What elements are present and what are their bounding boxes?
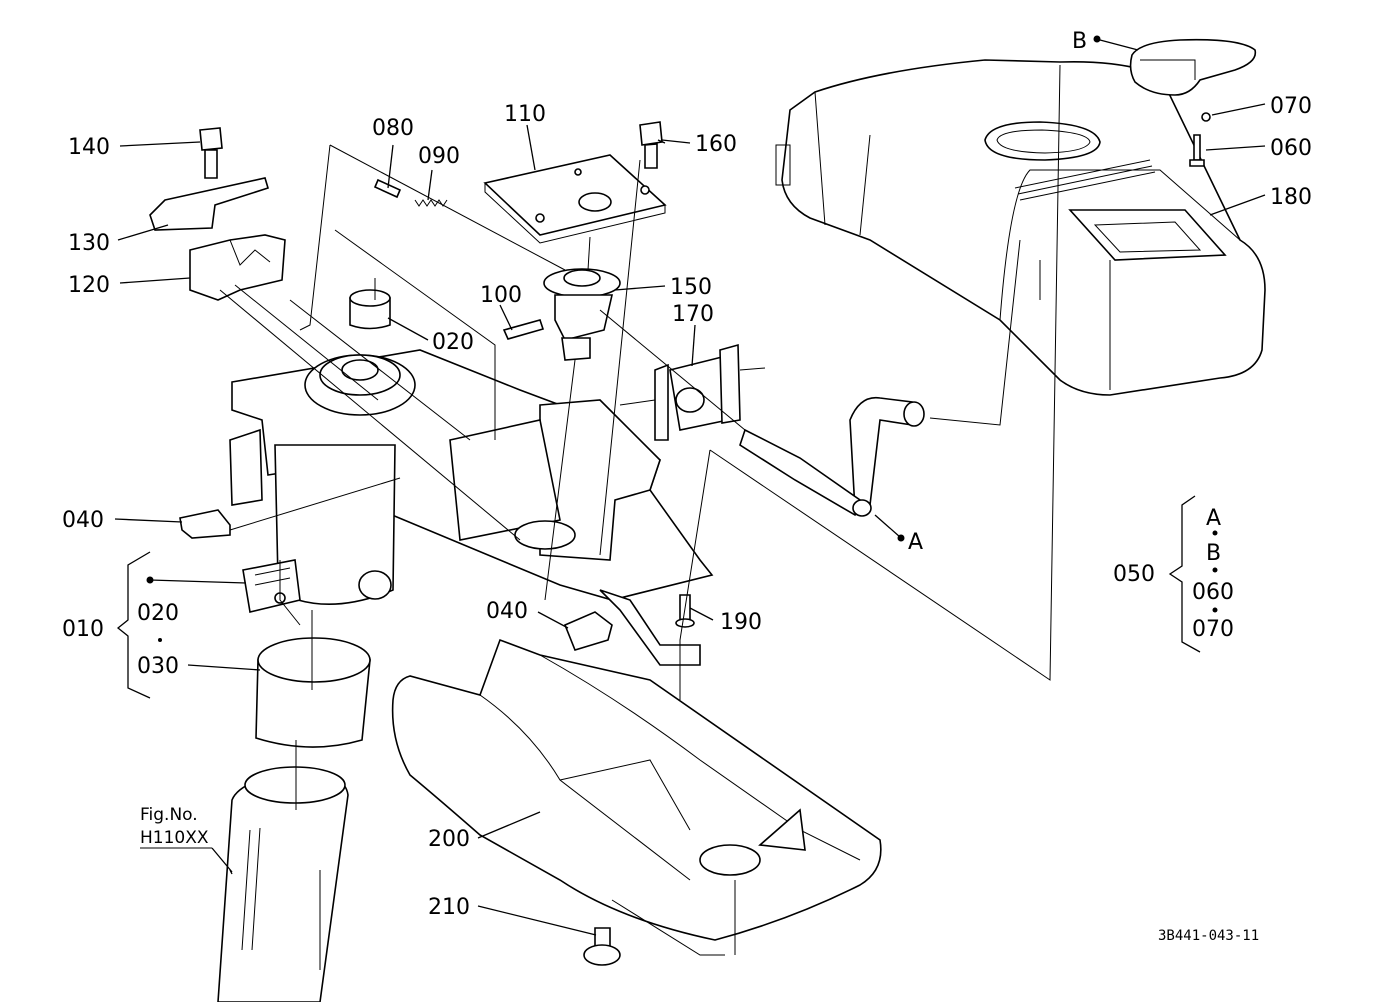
- bolt-160: [639, 121, 663, 169]
- label-020-upper: 020: [432, 330, 474, 355]
- guide-body: [274, 444, 396, 605]
- label-110: 110: [504, 102, 546, 127]
- label-020-lower: 020: [137, 601, 179, 626]
- label-210: 210: [428, 895, 470, 920]
- kit-label-060: 060: [1192, 580, 1234, 605]
- label-170: 170: [672, 302, 714, 327]
- screw-210: [583, 927, 621, 966]
- damper-block: [242, 559, 301, 613]
- leader-lines: [114, 39, 1266, 936]
- block-120: [189, 234, 286, 301]
- label-190: 190: [720, 610, 762, 635]
- collar-150: [543, 268, 621, 361]
- bushing-020-upper: [349, 289, 391, 330]
- kit-label-b: B: [1206, 541, 1221, 566]
- label-070: 070: [1270, 94, 1312, 119]
- label-060: 060: [1270, 136, 1312, 161]
- bracket-170: [619, 343, 766, 441]
- fig-ref-line2: H110XX: [140, 828, 209, 848]
- kit-label-a: A: [1206, 506, 1221, 531]
- brace-010: [116, 551, 151, 699]
- clip-040-lower: [563, 611, 613, 651]
- pin-080: [373, 178, 402, 199]
- label-160: 160: [695, 132, 737, 157]
- dot-markers: [146, 35, 1218, 642]
- label-080: 080: [372, 116, 414, 141]
- label-050: 050: [1113, 562, 1155, 587]
- clip-040-left: [179, 509, 231, 539]
- marker-b-label: B: [1072, 29, 1087, 54]
- label-180: 180: [1270, 185, 1312, 210]
- marker-a-label: A: [908, 530, 923, 555]
- label-150: 150: [670, 275, 712, 300]
- brace-050: [1168, 495, 1201, 653]
- shift-knob: [1129, 38, 1257, 122]
- plate-110: [483, 154, 667, 244]
- console-cover-180: [775, 59, 1266, 396]
- label-140: 140: [68, 135, 110, 160]
- drawing-code: 3B441-043-11: [1158, 928, 1259, 944]
- shift-lever: [739, 396, 925, 517]
- label-040-lower: 040: [486, 599, 528, 624]
- main-frame: [229, 349, 714, 666]
- label-010: 010: [62, 617, 104, 642]
- bracket-130: [149, 177, 269, 231]
- kit-label-070: 070: [1192, 617, 1234, 642]
- screw-060: [1189, 134, 1205, 167]
- label-100: 100: [480, 283, 522, 308]
- label-120: 120: [68, 273, 110, 298]
- bushing-030: [255, 637, 371, 748]
- pin-100: [502, 319, 545, 340]
- label-200: 200: [428, 827, 470, 852]
- column-tube: [217, 766, 349, 1002]
- label-130: 130: [68, 231, 110, 256]
- label-040-left: 040: [62, 508, 104, 533]
- construction-lines: [219, 64, 1061, 970]
- figure-reference: Fig.No. H110XX: [140, 805, 233, 873]
- label-030: 030: [137, 654, 179, 679]
- bolt-140: [199, 127, 223, 179]
- fig-ref-line1: Fig.No.: [140, 805, 198, 825]
- lower-cover-200: [391, 638, 882, 941]
- part-labels: 140 130 120 080 090 110 160 100 150 170 …: [62, 29, 1312, 920]
- label-090: 090: [418, 144, 460, 169]
